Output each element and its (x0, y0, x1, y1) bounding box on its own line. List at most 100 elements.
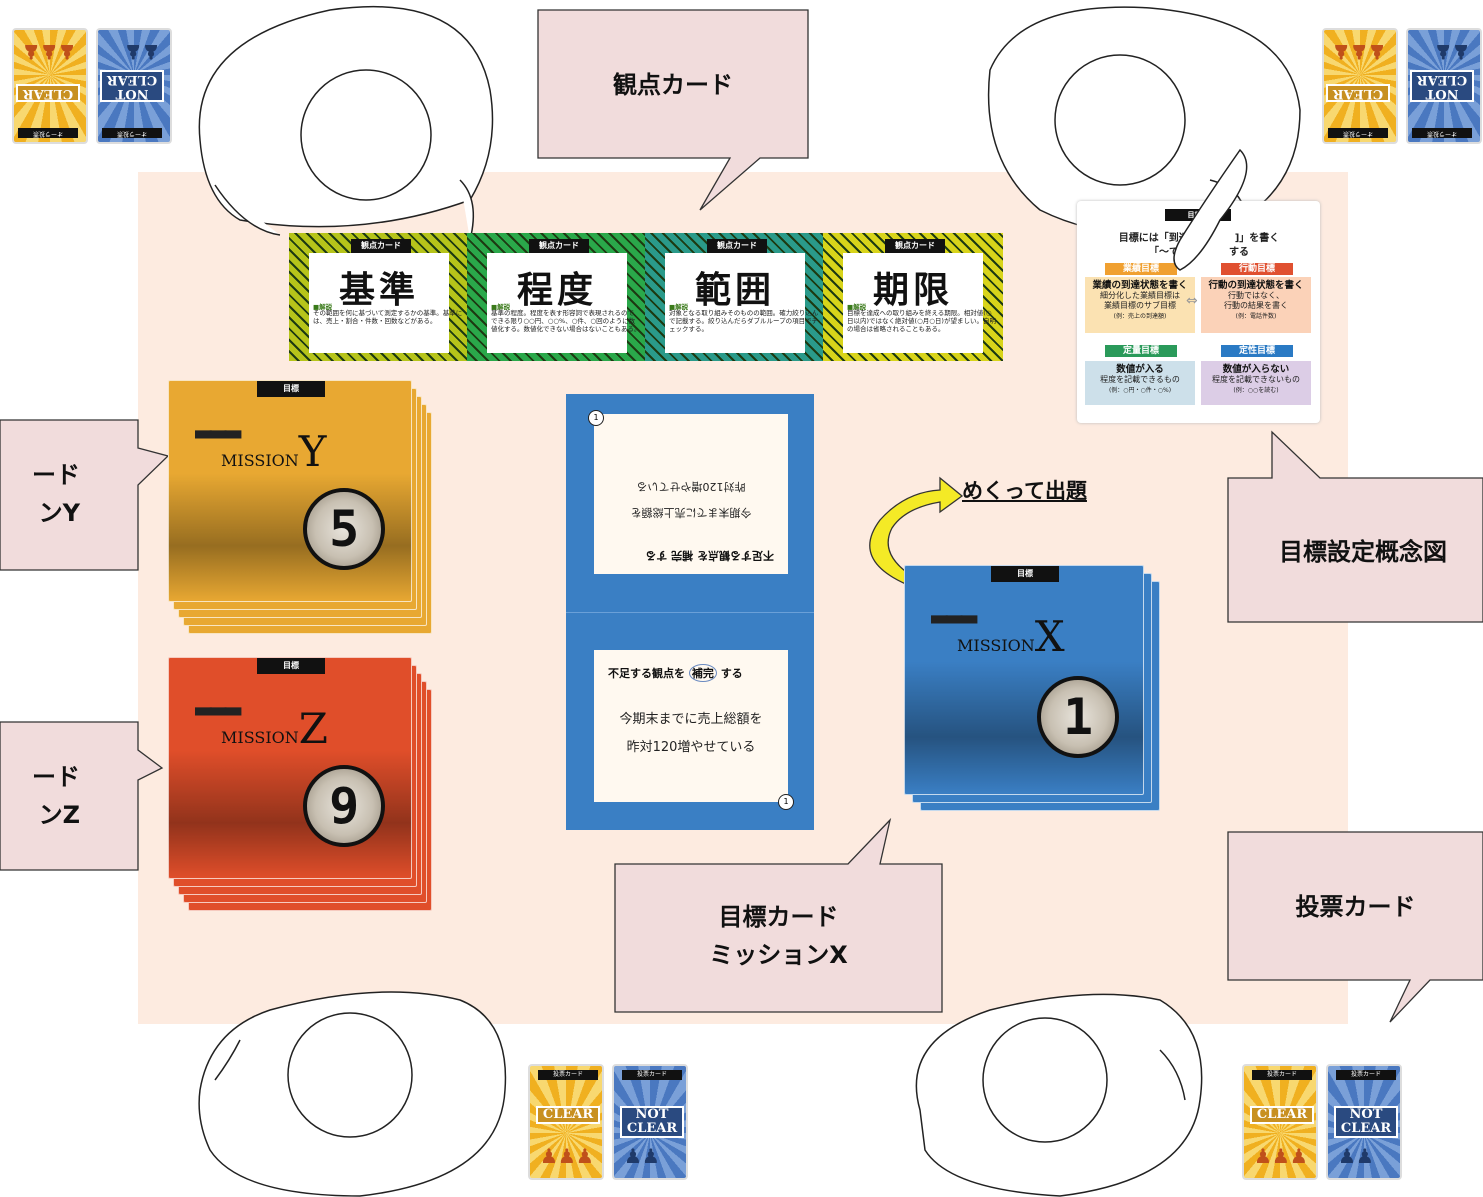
people-silhouette-icon: ♟♟♟ (1332, 40, 1386, 64)
vote-card-label: NOT CLEAR (100, 70, 164, 102)
callout-target-y-text: ード ンY (32, 461, 80, 527)
callout-viewpoint-text: 観点カード (613, 71, 733, 99)
viewpoint-card-panel (665, 253, 805, 353)
viewpoint-card-1[interactable]: 観点カード基準■解説その範囲を何に基づいて測定するかの基準。基準には、売上・割合… (289, 233, 469, 361)
vote-card-not-clear[interactable]: オーラ投票 NOT CLEAR ♟♟ (96, 28, 172, 144)
callout-target-z-text: ード ンZ (32, 763, 80, 829)
viewpoint-card-word: 範囲 (694, 270, 775, 311)
player-top-left (198, 6, 494, 241)
mission-number: 9 (329, 776, 360, 835)
viewpoint-card-tag: 観点カード (351, 239, 411, 253)
viewpoint-card-explanation: その範囲を何に基づいて測定するかの基準。基準には、売上・割合・件数・回数などがあ… (313, 309, 463, 325)
concept-bar-quant: 定量目標 (1105, 345, 1177, 357)
viewpoint-card-2[interactable]: 観点カード程度■解説基準の程度。程度を表す形容詞で表現されるので、できる限り○○… (467, 233, 647, 361)
people-silhouette-icon: ♟♟♟ (540, 1144, 594, 1168)
viewpoint-card-tag: 観点カード (707, 239, 767, 253)
concept-box-quant-bg (1085, 361, 1195, 405)
vote-card-tag: オーラ投票 (18, 128, 78, 138)
vote-card-label: CLEAR (536, 1106, 600, 1124)
mission-letter: X (1034, 612, 1065, 661)
vote-card-label: CLEAR (1250, 1106, 1314, 1124)
mission-title: MISSIONY (221, 427, 327, 476)
mission-letter: Y (298, 427, 327, 476)
people-silhouette-icon: ♟♟ (624, 1144, 660, 1168)
mission-title: MISSIONZ (221, 704, 328, 753)
question-line2-flipped: 昨対120増やせている (636, 480, 746, 493)
callout-target-x-text: 目標カード ミッションX (709, 903, 848, 969)
vote-card-tag: 投票カード (1252, 1070, 1312, 1080)
vote-card-tag: 投票カード (1336, 1070, 1396, 1080)
concept-bar-qual: 定性目標 (1221, 345, 1293, 357)
crosshair-number-badge: 5 (303, 487, 386, 570)
vote-card-tag: オーラ投票 (1412, 128, 1472, 138)
question-line1-flipped: 今期末までに売上総額を (630, 506, 752, 519)
callout-target-x-shape (614, 817, 943, 1013)
viewpoint-card-4[interactable]: 観点カード期限■解説目標を達成への取り組みを終える期限。相対値(○日以内)ではな… (823, 233, 1003, 361)
vote-card-label: NOT CLEAR (1410, 70, 1474, 102)
viewpoint-card-heading: ■解説 (847, 303, 867, 311)
mission-word: MISSION (957, 636, 1035, 655)
question-heading-flipped: 不足する観点を 補完 する (645, 549, 774, 562)
vote-card-tag: オーラ投票 (1328, 128, 1388, 138)
question-card-upside-down: 不足する観点を 補完 する 今期末までに売上総額を 昨対120増やせている (594, 414, 788, 574)
concept-results-text: 業績の到達状態を書く細分化した業績目標は業績目標のサブ目標(例：売上の到達額) (1092, 280, 1188, 321)
question-heading: 不足する観点を 補完 する (608, 664, 743, 682)
mission-number: 1 (1062, 688, 1094, 747)
concept-double-arrow-icon: ⇔ (1186, 293, 1198, 309)
viewpoint-card-tag: 観点カード (885, 239, 945, 253)
viewpoint-card-heading: ■解説 (669, 303, 689, 311)
viewpoint-card-word: 基準 (338, 270, 419, 311)
player-bottom-left (198, 991, 507, 1197)
people-silhouette-icon: ♟♟ (124, 40, 160, 64)
crosshair-number-badge: 1 (1037, 676, 1119, 759)
vote-card-tag: 投票カード (538, 1070, 598, 1080)
callout-vote-shape (1227, 831, 1483, 1023)
question-line2: 昨対120増やせている (626, 740, 756, 755)
people-silhouette-icon: ♟♟ (1434, 40, 1470, 64)
vote-card-label: CLEAR (16, 84, 80, 102)
question-card-panel[interactable]: 不足する観点を 補完 する 今期末までに売上総額を 昨対120増やせている 不足… (566, 394, 814, 830)
vote-card-tag: オーラ投票 (102, 128, 162, 138)
vote-card-clear[interactable]: オーラ投票 CLEAR ♟♟♟ (1322, 28, 1398, 144)
revolver-icon: ▬▬▬ (193, 421, 243, 446)
viewpoint-card-explanation: 対象となる取り組みそのものの範囲。確力絞り込んで記載する。絞り込んだらダブルルー… (669, 309, 819, 333)
concept-headline-2: 「～ていする (1149, 247, 1249, 258)
corner-icon-bottom: 1 (778, 794, 794, 810)
concept-box-qual-bg (1201, 361, 1311, 405)
viewpoint-card-word: 期限 (872, 270, 953, 311)
callout-vote-text: 投票カード (1295, 893, 1416, 921)
callout-viewpoint-shape (537, 9, 809, 211)
callout-concept-text: 目標設定概念図 (1279, 538, 1447, 566)
target-card-header: 目標 (991, 566, 1059, 582)
vote-card-not-clear[interactable]: オーラ投票 NOT CLEAR ♟♟ (1406, 28, 1482, 144)
people-silhouette-icon: ♟♟♟ (1254, 1144, 1308, 1168)
mission-title: MISSIONX (957, 612, 1065, 661)
corner-icon-top: 1 (588, 410, 604, 426)
viewpoint-card-3[interactable]: 観点カード範囲 ■解説対象となる取り組みそのものの範囲。確力絞り込んで記載する。絞… (645, 233, 825, 361)
concept-box-action-bg (1201, 277, 1311, 333)
vote-card-label: NOT CLEAR (1334, 1106, 1398, 1138)
vote-card-clear[interactable]: 投票カード CLEAR ♟♟♟ (528, 1064, 604, 1180)
mission-word: MISSION (221, 451, 299, 470)
viewpoint-card-explanation: 基準の程度。程度を表す形容詞で表現されるので、できる限り○○円、○○%、○件、○… (491, 309, 641, 333)
vote-card-not-clear[interactable]: 投票カード NOT CLEAR ♟♟ (1326, 1064, 1402, 1180)
question-line1: 今期末までに売上総額を (619, 712, 763, 727)
concept-bar-results: 業績目標 (1105, 263, 1177, 275)
vote-card-label: CLEAR (1326, 84, 1390, 102)
vote-card-clear[interactable]: 投票カード CLEAR ♟♟♟ (1242, 1064, 1318, 1180)
people-silhouette-icon: ♟♟ (1338, 1144, 1374, 1168)
viewpoint-card-panel (843, 253, 983, 353)
target-card-header: 目標 (257, 381, 325, 397)
question-card-front: 不足する観点を 補完 する 今期末までに売上総額を 昨対120増やせている (594, 650, 788, 802)
viewpoint-card-panel (309, 253, 449, 353)
revolver-icon: ▬▬▬ (929, 606, 979, 631)
callout-target-z-shape (0, 721, 164, 871)
target-crosshair-icon: 補完 (688, 664, 717, 682)
vote-card-tag: 投票カード (622, 1070, 682, 1080)
